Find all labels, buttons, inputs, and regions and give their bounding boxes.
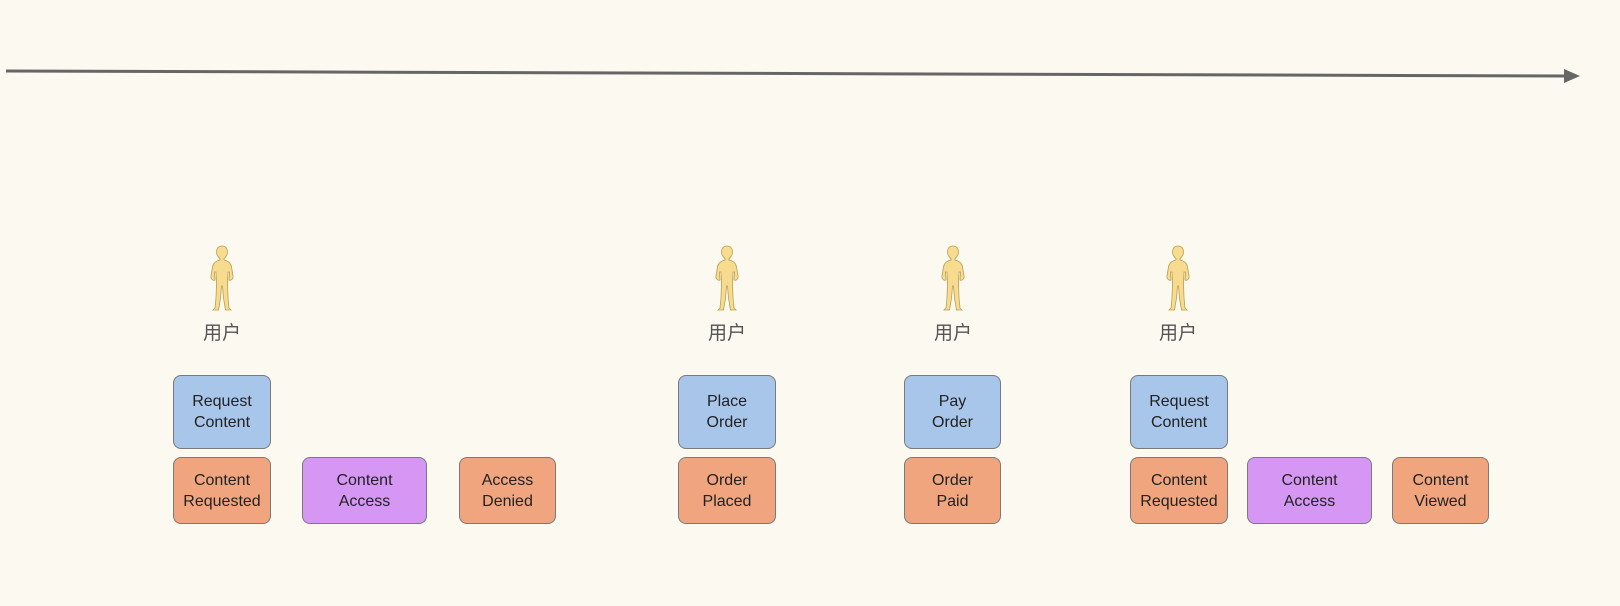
command-request-content: Request Content xyxy=(1130,375,1228,449)
event-order-paid: Order Paid xyxy=(904,457,1001,524)
timeline-arrow xyxy=(5,69,1580,83)
command-place-order: Place Order xyxy=(678,375,776,449)
user-icon xyxy=(1166,245,1190,311)
user-actor: 用户 xyxy=(913,244,993,345)
user-icon xyxy=(941,245,965,311)
event-content-requested: Content Requested xyxy=(1130,457,1228,524)
actor-label: 用户 xyxy=(202,322,241,344)
event-order-placed: Order Placed xyxy=(678,457,776,524)
user-actor: 用户 xyxy=(687,244,767,345)
user-icon xyxy=(210,245,234,311)
actor-label: 用户 xyxy=(933,322,972,344)
user-actor: 用户 xyxy=(1138,244,1218,345)
policy-content-access: Content Access xyxy=(1247,457,1372,524)
actor-label: 用户 xyxy=(1158,322,1197,344)
user-icon xyxy=(715,245,739,311)
command-request-content: Request Content xyxy=(173,375,271,449)
policy-content-access: Content Access xyxy=(302,457,427,524)
actor-label: 用户 xyxy=(707,322,746,344)
event-access-denied: Access Denied xyxy=(459,457,556,524)
event-content-requested: Content Requested xyxy=(173,457,271,524)
command-pay-order: Pay Order xyxy=(904,375,1001,449)
event-content-viewed: Content Viewed xyxy=(1392,457,1489,524)
user-actor: 用户 xyxy=(182,244,262,345)
